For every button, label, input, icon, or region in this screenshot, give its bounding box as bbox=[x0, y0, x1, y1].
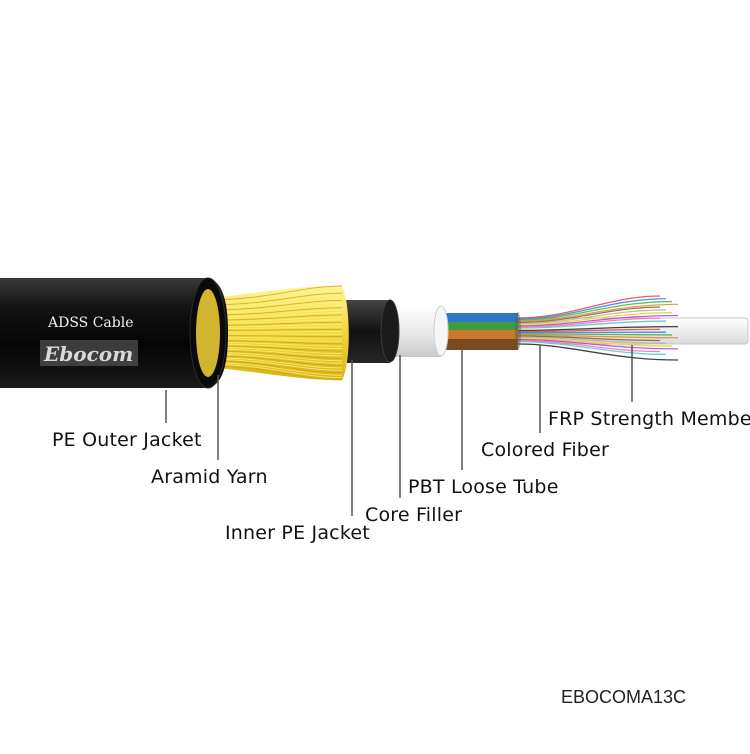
label-colored-fiber: Colored Fiber bbox=[481, 439, 609, 461]
label-pe-outer-jacket: PE Outer Jacket bbox=[52, 429, 202, 451]
tube-end bbox=[515, 312, 521, 350]
pe-outer-jacket bbox=[0, 278, 228, 388]
label-aramid-yarn: Aramid Yarn bbox=[151, 466, 268, 488]
label-core-filler: Core Filler bbox=[365, 504, 462, 526]
label-inner-pe-jacket: Inner PE Jacket bbox=[225, 522, 370, 544]
cable-brand-text: ADSS Cable bbox=[47, 315, 134, 331]
product-code-caption: EBOCOMA13C bbox=[561, 687, 686, 708]
label-pbt-loose-tube: PBT Loose Tube bbox=[408, 476, 559, 498]
ebocom-logo: Ebocom bbox=[40, 340, 138, 366]
leader-lines bbox=[166, 345, 632, 516]
label-frp-strength-member: FRP Strength Membe bbox=[548, 408, 750, 430]
colored-fiber-strand bbox=[518, 332, 666, 333]
logo-text: Ebocom bbox=[43, 342, 133, 366]
